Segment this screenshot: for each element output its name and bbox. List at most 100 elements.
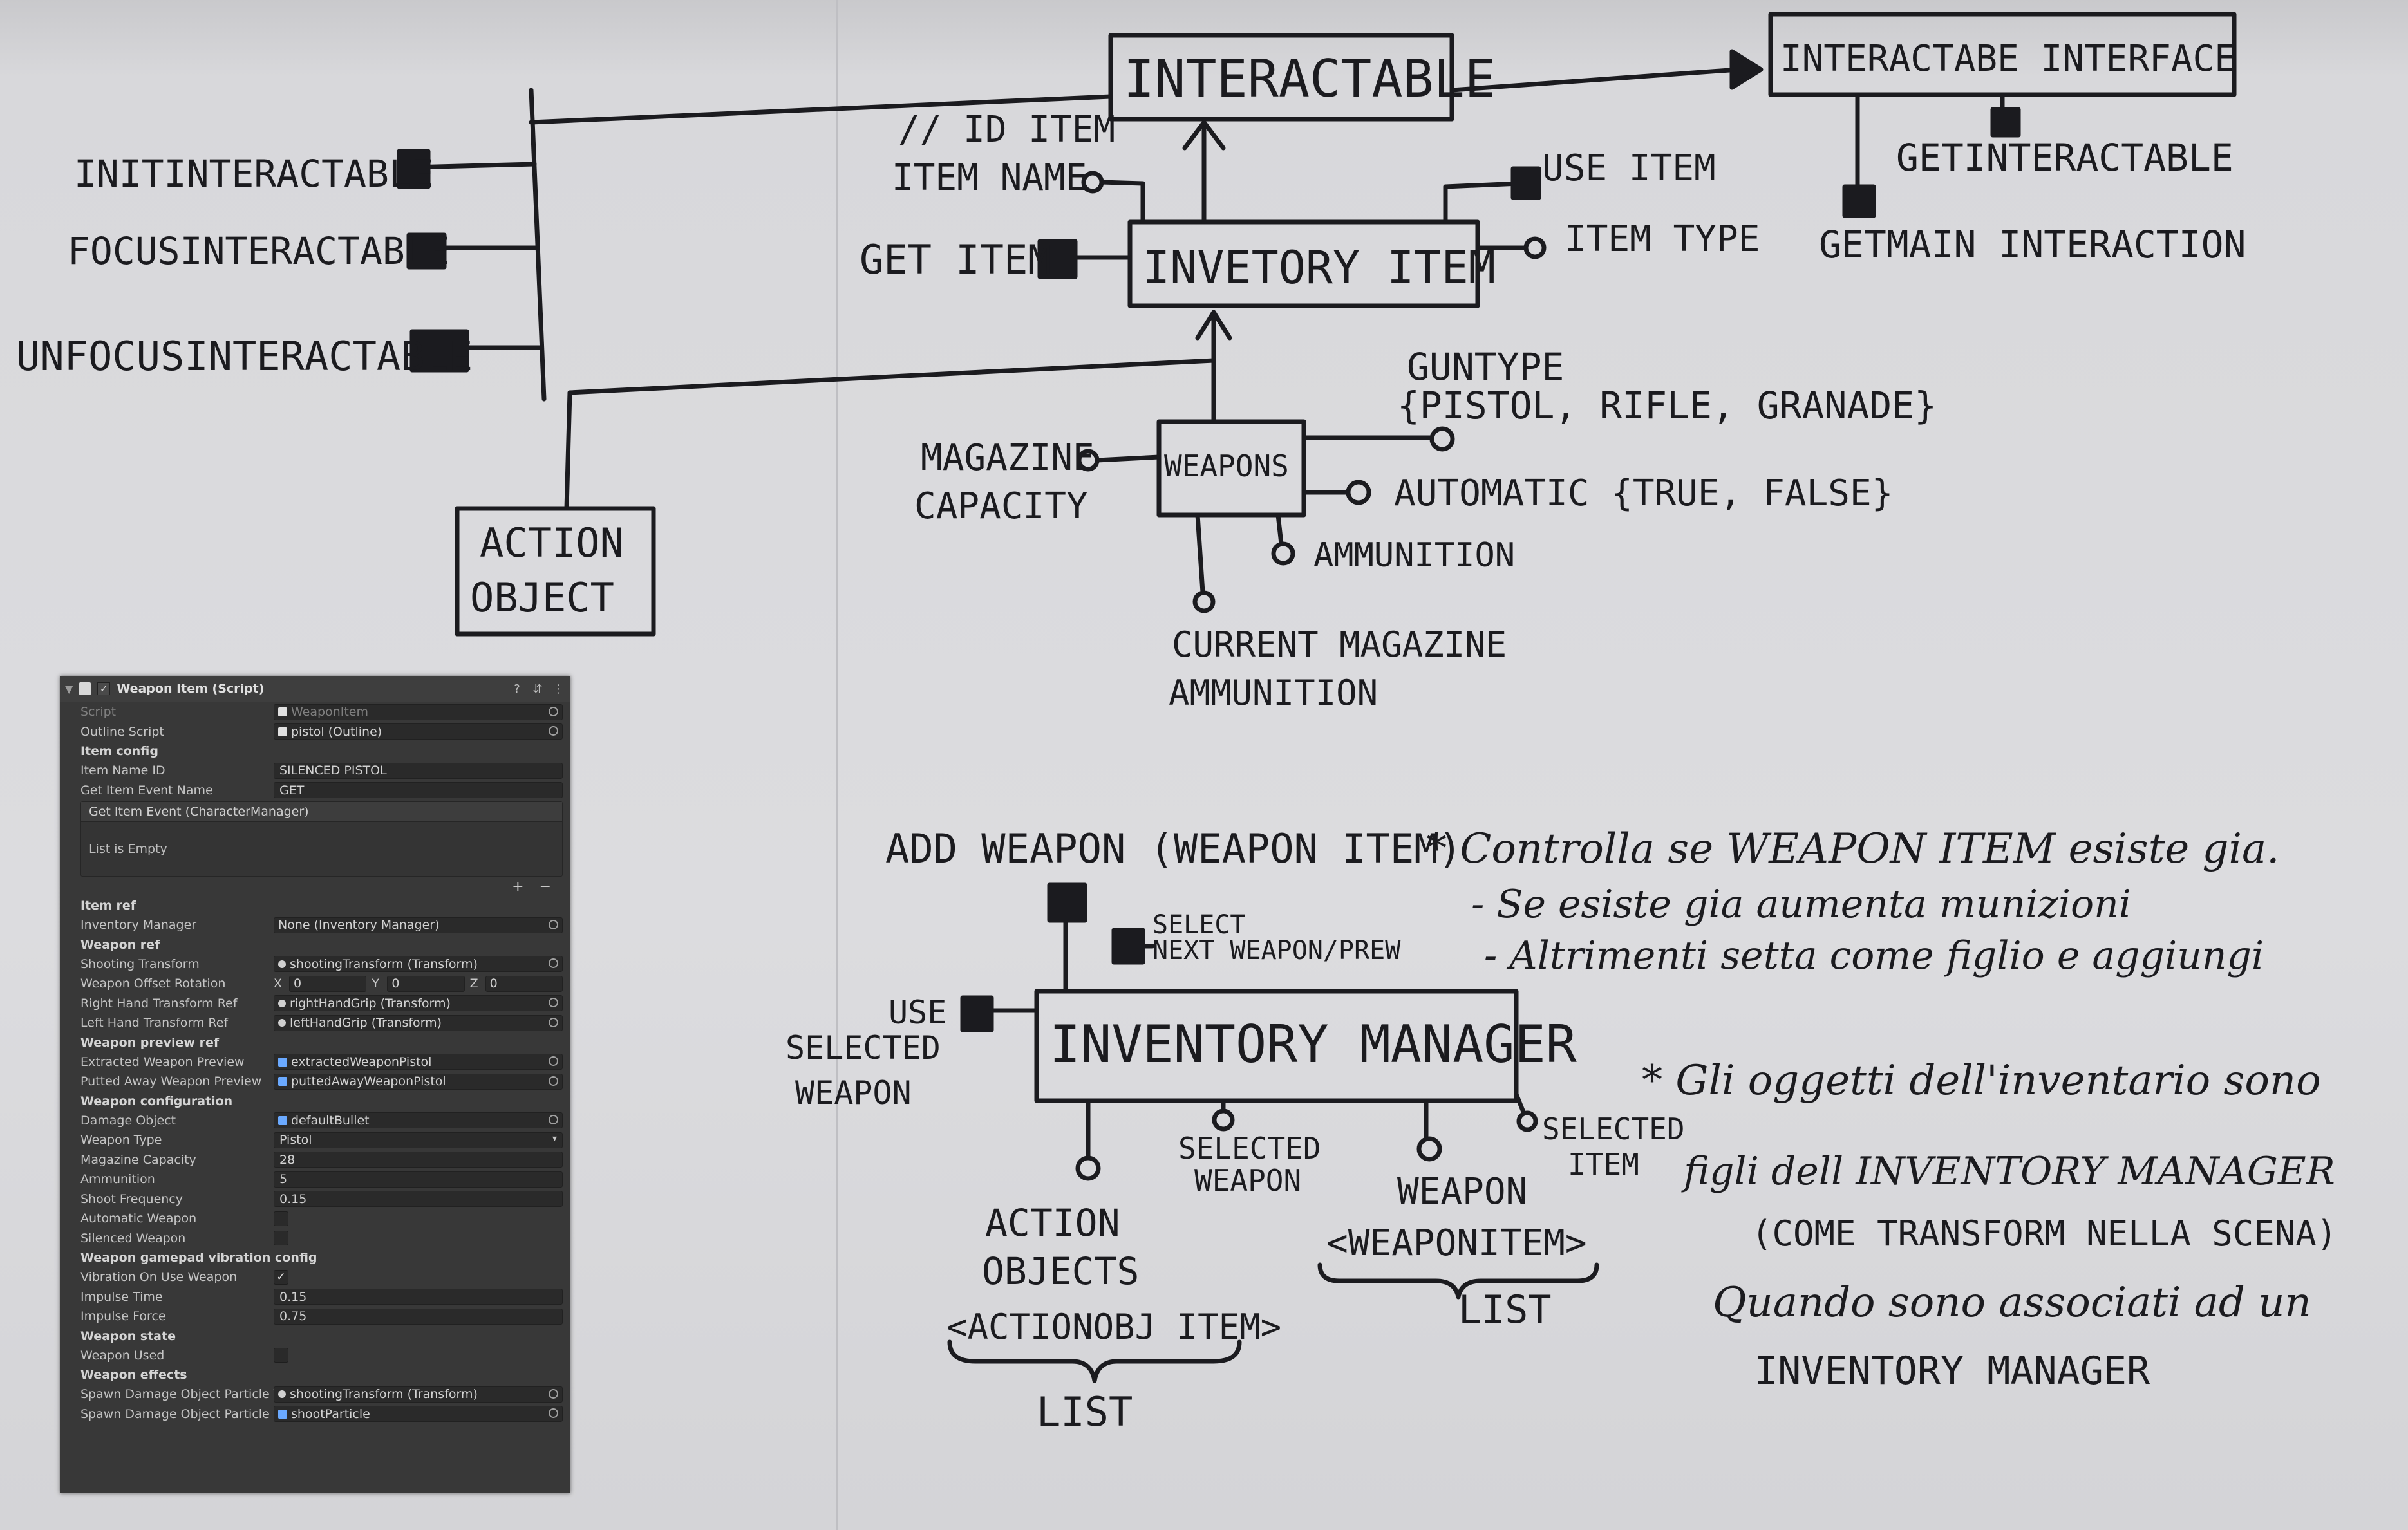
remove-event-button[interactable]: − [539, 878, 551, 895]
shooting-transform-value: shootingTransform (Transform) [290, 956, 478, 971]
object-picker-icon[interactable] [549, 998, 558, 1008]
ammunition-label: Ammunition [80, 1172, 155, 1187]
more-menu-icon[interactable]: ⋮ [552, 682, 564, 696]
label-get-main-interaction: GETMAIN INTERACTION [1819, 223, 2246, 266]
section-weapon-preview-ref: Weapon preview ref [80, 1035, 220, 1050]
label-interactable-interface: INTERACTABE INTERFACE [1780, 38, 2236, 80]
automatic-weapon-checkbox[interactable] [274, 1211, 288, 1226]
label-next-weapon: NEXT WEAPON/PREW [1152, 936, 1401, 966]
spawn-transform-field[interactable]: shootingTransform (Transform) [274, 1386, 563, 1403]
right-hand-field[interactable]: rightHandGrip (Transform) [274, 995, 563, 1012]
weapon-used-checkbox[interactable] [274, 1348, 288, 1363]
label-magazine: MAGAZINE [921, 437, 1095, 479]
damage-object-field[interactable]: defaultBullet [274, 1112, 563, 1129]
spawn-particle-row: Spawn Damage Object Particle shootPartic… [60, 1404, 570, 1424]
script-icon [79, 682, 91, 695]
weapon-offset-rotation-label: Weapon Offset Rotation [80, 976, 226, 991]
rotation-y-input[interactable]: 0 [387, 975, 465, 992]
damage-object-value: defaultBullet [291, 1113, 370, 1128]
label-weapon-list: WEAPON [1397, 1171, 1527, 1213]
object-picker-icon[interactable] [549, 919, 558, 929]
rotation-z-input[interactable]: 0 [485, 975, 563, 992]
x-axis-label: X [274, 976, 283, 991]
label-init-interactable: INITINTERACTABLE [74, 152, 434, 196]
shooting-transform-field[interactable]: shootingTransform (Transform) [274, 956, 563, 973]
vibration-on-use-checkbox[interactable]: ✓ [274, 1269, 288, 1285]
label-inventory-item: INVETORY ITEM [1143, 241, 1496, 294]
ammunition-input[interactable]: 5 [274, 1171, 563, 1188]
putted-preview-field[interactable]: puttedAwayWeaponPistol [274, 1073, 563, 1090]
inventory-manager-value: None (Inventory Manager) [278, 918, 440, 933]
impulse-time-input[interactable]: 0.15 [274, 1289, 563, 1305]
left-hand-field[interactable]: leftHandGrip (Transform) [274, 1014, 563, 1031]
event-list-header: Get Item Event (CharacterManager) [81, 802, 562, 822]
label-interactable: INTERACTABLE [1124, 49, 1496, 109]
magazine-capacity-input[interactable]: 28 [274, 1152, 563, 1168]
damage-object-label: Damage Object [80, 1113, 176, 1128]
outline-script-label: Outline Script [80, 724, 164, 739]
add-event-button[interactable]: + [512, 878, 524, 895]
item-name-id-input[interactable]: SILENCED PISTOL [274, 762, 563, 779]
label-focus-interactable: FOCUSINTERACTABLE [68, 229, 450, 273]
get-item-event-name-input[interactable]: GET [274, 782, 563, 799]
weapon-type-dropdown[interactable]: Pistol▾ [274, 1132, 563, 1148]
inventory-manager-label: Inventory Manager [80, 918, 197, 933]
object-picker-icon[interactable] [549, 1076, 558, 1086]
label-action-objects-1: ACTION [985, 1201, 1120, 1245]
label-current-ammunition: AMMUNITION [1169, 673, 1378, 713]
inventory-manager-field[interactable]: None (Inventory Manager) [274, 917, 563, 933]
interactable-box [1108, 33, 1454, 122]
putted-preview-value: puttedAwayWeaponPistol [291, 1074, 446, 1089]
label-get-interactable: GETINTERACTABLE [1896, 136, 2234, 180]
object-picker-icon[interactable] [549, 1408, 558, 1419]
spawn-transform-label: Spawn Damage Object Particle Tra [80, 1387, 274, 1402]
spawn-particle-value: shootParticle [291, 1406, 370, 1421]
object-picker-icon[interactable] [549, 1056, 558, 1067]
impulse-force-input[interactable]: 0.75 [274, 1308, 563, 1325]
shoot-frequency-input[interactable]: 0.15 [274, 1191, 563, 1208]
z-axis-label: Z [469, 976, 478, 991]
object-picker-icon[interactable] [549, 1388, 558, 1399]
script-row: Script WeaponItem [60, 702, 570, 722]
object-picker-icon[interactable] [549, 958, 558, 969]
object-picker-icon[interactable] [549, 1017, 558, 1027]
rotation-x-input[interactable]: 0 [289, 975, 367, 992]
section-weapon-state: Weapon state [80, 1329, 176, 1343]
label-unfocus-interactable: UNFOCUSINTERACTABLE [16, 333, 473, 380]
object-picker-icon[interactable] [549, 1115, 558, 1125]
component-enabled-checkbox[interactable]: ✓ [97, 682, 111, 695]
spawn-particle-field[interactable]: shootParticle [274, 1406, 563, 1423]
extracted-preview-label: Extracted Weapon Preview [80, 1054, 245, 1069]
foldout-arrow-icon[interactable]: ▼ [65, 682, 73, 695]
y-axis-label: Y [372, 976, 379, 991]
label-weapon-list-list: LIST [1458, 1287, 1552, 1332]
outline-script-field[interactable]: pistol (Outline) [274, 723, 563, 740]
silenced-weapon-row: Silenced Weapon [60, 1229, 570, 1249]
note-oggetti: * Gli oggetti dell'inventario sono [1642, 1057, 2321, 1105]
object-picker-icon[interactable] [549, 726, 558, 736]
label-selected-weapon-2: WEAPON [1194, 1163, 1301, 1198]
extracted-preview-field[interactable]: extractedWeaponPistol [274, 1054, 563, 1070]
label-weapon: WEAPON [795, 1074, 912, 1112]
inventory-manager-row: Inventory Manager None (Inventory Manage… [60, 915, 570, 935]
label-item-name: ITEM NAME [892, 157, 1087, 199]
script-field: WeaponItem [274, 704, 563, 720]
spawn-particle-label: Spawn Damage Object Particle [80, 1406, 270, 1421]
preset-icon[interactable]: ⇵ [532, 682, 543, 696]
label-inventory-manager: INVENTORY MANAGER [1049, 1014, 1577, 1074]
spawn-transform-value: shootingTransform (Transform) [290, 1387, 478, 1402]
putted-preview-row: Putted Away Weapon Preview puttedAwayWea… [60, 1072, 570, 1092]
prefab-icon [278, 1115, 287, 1125]
help-icon[interactable]: ? [514, 682, 520, 696]
outline-script-row: Outline Script pistol (Outline) [60, 722, 570, 742]
component-title: Weapon Item (Script) [117, 682, 265, 696]
silenced-weapon-checkbox[interactable] [274, 1231, 288, 1246]
label-selected-weapon-1: SELECTED [1178, 1131, 1321, 1166]
label-selected-item-2: ITEM [1568, 1147, 1639, 1182]
component-header[interactable]: ▼ ✓ Weapon Item (Script) ? ⇵ ⋮ [60, 676, 570, 702]
get-item-event-list: Get Item Event (CharacterManager) List i… [80, 801, 563, 877]
section-item-ref: Item ref [80, 899, 136, 913]
label-add-weapon: ADD WEAPON (WEAPON ITEM) [885, 825, 1462, 872]
impulse-time-row: Impulse Time 0.15 [60, 1287, 570, 1307]
